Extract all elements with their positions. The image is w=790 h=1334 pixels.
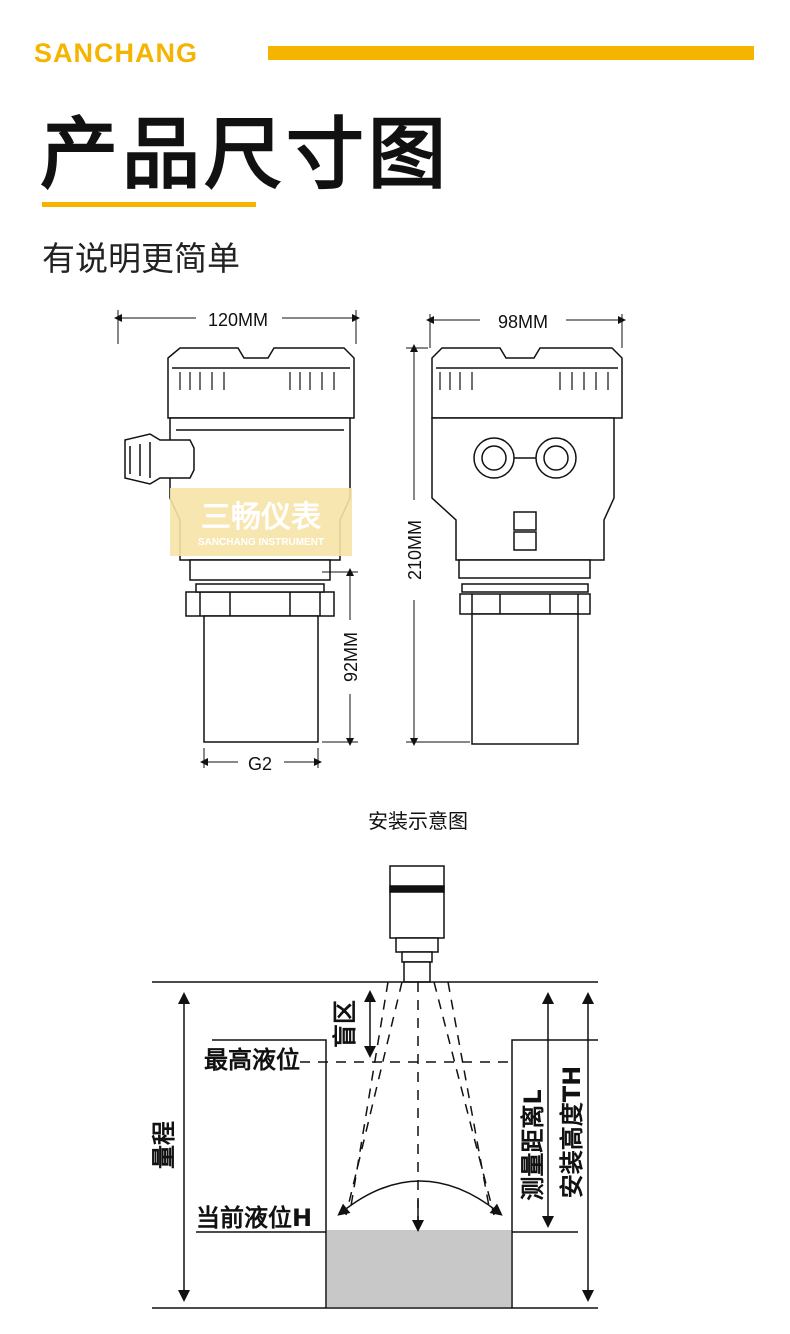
measured-distance-label: 测量距离L — [519, 1089, 547, 1200]
range-label: 量程 — [150, 1121, 178, 1169]
blind-zone-label: 盲区 — [331, 1000, 359, 1048]
current-level-label: 当前液位H — [196, 1204, 312, 1232]
height-92-label: 92MM — [341, 632, 361, 682]
thread-label: G2 — [248, 754, 272, 774]
sensor-icon — [389, 865, 445, 983]
reflection-arc — [337, 1180, 503, 1216]
watermark-cn: 三畅仪表 — [201, 500, 321, 535]
installation-title: 安装示意图 — [368, 809, 468, 833]
side-dimensions — [114, 310, 360, 768]
brand-accent-bar — [268, 46, 754, 60]
front-view — [431, 347, 623, 745]
page-subtitle: 有说明更简单 — [42, 239, 240, 278]
height-210-label: 210MM — [405, 520, 425, 580]
brand-logo: SANCHANG — [34, 38, 199, 68]
beam-lines — [300, 981, 512, 1222]
front-dimensions — [406, 314, 626, 746]
page-title: 产品尺寸图 — [40, 110, 451, 200]
watermark: 三畅仪表 SANCHANG INSTRUMENT — [170, 488, 352, 556]
install-height-label: 安装高度TH — [558, 1066, 586, 1198]
install-dimensions — [178, 990, 594, 1302]
title-underline — [42, 202, 256, 207]
width-120-label: 120MM — [208, 310, 268, 330]
liquid-fill — [327, 1230, 511, 1307]
watermark-en: SANCHANG INSTRUMENT — [198, 537, 324, 548]
width-98-label: 98MM — [498, 312, 548, 332]
max-level-label: 最高液位 — [204, 1046, 300, 1074]
tank-outline — [152, 981, 598, 1309]
